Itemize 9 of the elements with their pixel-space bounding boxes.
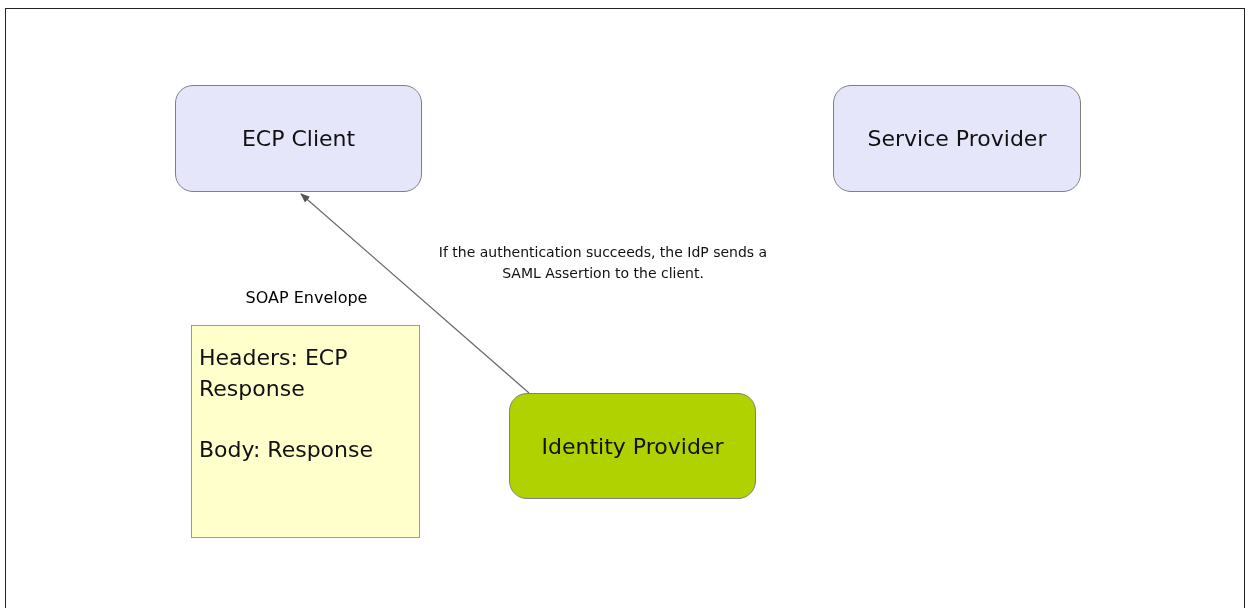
- box-label: Identity Provider: [541, 433, 724, 459]
- process-box: [833, 85, 1081, 192]
- box-label: Service Provider: [867, 126, 1047, 151]
- process-box: [509, 393, 756, 499]
- box-label: ECP Client: [241, 126, 356, 151]
- note-heading: SOAP Envelope: [244, 288, 369, 307]
- note-text: Body: Response: [199, 436, 374, 464]
- process-box: [175, 85, 422, 192]
- note-text: Headers: ECP Response: [199, 344, 349, 403]
